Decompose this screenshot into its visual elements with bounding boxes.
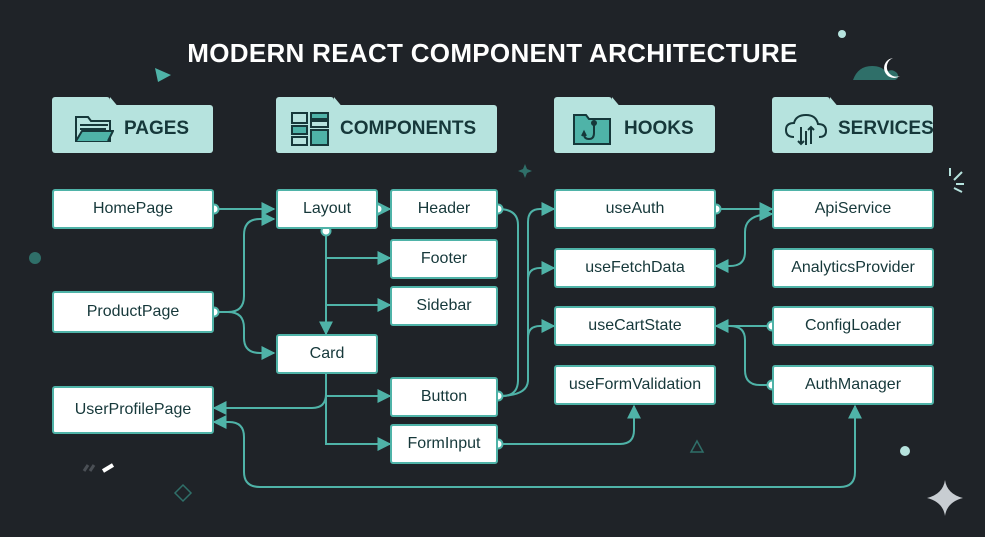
- edge-layout-sidebar: [325, 231, 392, 312]
- column-header-components: COMPONENTS: [276, 97, 497, 153]
- node-userprofilepage: UserProfilePage: [52, 386, 214, 434]
- node-header: Header: [390, 189, 498, 229]
- node-footer: Footer: [390, 239, 498, 279]
- edge-button-usefetchdata: [527, 261, 556, 281]
- edge-card-button: [325, 372, 392, 403]
- dot-decoration-icon: [900, 446, 910, 456]
- edge-forminput-useformvalidation: [498, 404, 641, 445]
- diagram-title: MODERN REACT COMPONENT ARCHITECTURE: [187, 38, 798, 68]
- column-header-pages: PAGES: [52, 97, 213, 153]
- node-authmanager: AuthManager: [772, 365, 934, 405]
- column-header-hooks: HOOKS: [554, 97, 715, 153]
- edge-button-usecartstate: [527, 319, 556, 339]
- folder-open-icon: [74, 113, 114, 145]
- edge-card-forminput: [325, 372, 392, 451]
- column-label-pages: PAGES: [124, 118, 190, 139]
- edge-button-useauth: [497, 202, 556, 397]
- edge-card-userprofile: [212, 372, 327, 415]
- node-useformvalidation: useFormValidation: [554, 365, 716, 405]
- column-label-components: COMPONENTS: [340, 118, 477, 139]
- node-sidebar: Sidebar: [390, 286, 498, 326]
- dot-decoration-icon: [838, 30, 846, 38]
- node-forminput: FormInput: [390, 424, 498, 464]
- slash-decoration-icon: [82, 463, 115, 473]
- node-analyticsprovider: AnalyticsProvider: [772, 248, 934, 288]
- triangle-outline-decoration-icon: [689, 439, 705, 453]
- hook-icon: [572, 111, 614, 147]
- sparkle-decoration-icon: [927, 480, 963, 516]
- column-label-hooks: HOOKS: [624, 118, 694, 139]
- edge-layout-footer: [325, 231, 392, 265]
- node-layout: Layout: [276, 189, 378, 229]
- node-apiservice: ApiService: [772, 189, 934, 229]
- column-label-services: SERVICES: [838, 118, 934, 139]
- edge-productpage-card: [214, 311, 276, 360]
- grid-layout-icon: [290, 111, 330, 147]
- edge-apiservice-usefetchdata: [714, 207, 774, 273]
- cloud-sync-icon: [784, 111, 828, 147]
- node-productpage: ProductPage: [52, 291, 214, 333]
- edge-authmanager-usecartstate: [729, 325, 772, 386]
- node-configloader: ConfigLoader: [772, 306, 934, 346]
- triangle-decoration-icon: [155, 68, 171, 82]
- sparkle-decoration-icon: [518, 164, 532, 178]
- edge-authmanager-userprofile: [212, 404, 862, 488]
- node-usefetchdata: useFetchData: [554, 248, 716, 288]
- node-useauth: useAuth: [554, 189, 716, 229]
- node-card: Card: [276, 334, 378, 374]
- node-button: Button: [390, 377, 498, 417]
- cloud-decoration-icon: [853, 66, 899, 80]
- decorations: [29, 30, 964, 516]
- column-header-services: SERVICES: [772, 97, 934, 153]
- burst-decoration-icon: [949, 168, 964, 193]
- dot-decoration-icon: [29, 252, 41, 264]
- diamond-outline-decoration-icon: [173, 483, 193, 503]
- edge-productpage-layout: [214, 212, 276, 313]
- moon-decoration-icon: [884, 58, 900, 78]
- node-homepage: HomePage: [52, 189, 214, 229]
- edge-header-useauth: [497, 208, 519, 397]
- node-usecartstate: useCartState: [554, 306, 716, 346]
